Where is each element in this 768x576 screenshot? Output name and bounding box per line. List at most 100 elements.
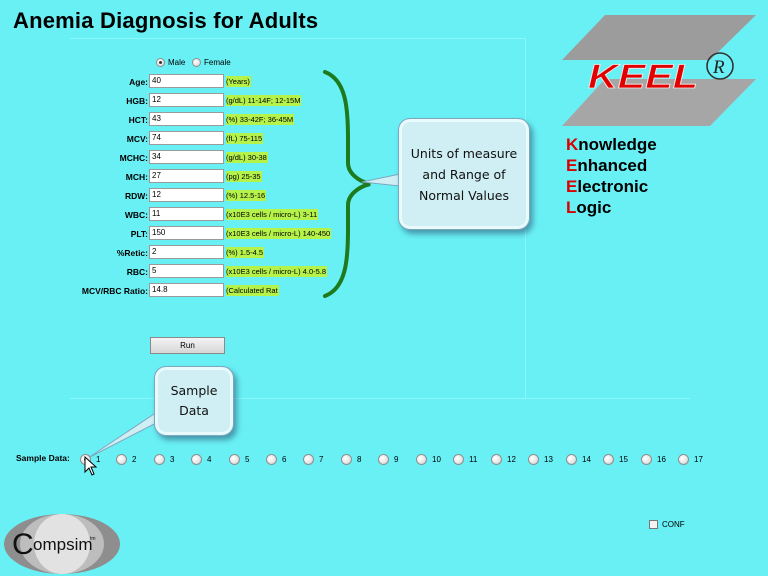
sample-option-13[interactable]: 13 [528, 454, 553, 465]
field-unit: (x10E3 cells / micro-L) 3-11 [226, 209, 319, 220]
field-unit: (%) 12.5-16 [226, 190, 267, 201]
hgb-input[interactable]: 12 [149, 93, 224, 107]
rdw-input[interactable]: 12 [149, 188, 224, 202]
mch-input[interactable]: 27 [149, 169, 224, 183]
field-label: PLT: [130, 229, 148, 239]
sample-option-label: 13 [544, 455, 553, 464]
field-label: MCH: [125, 172, 148, 182]
sample-option-label: 15 [619, 455, 628, 464]
sample-option-2[interactable]: 2 [116, 454, 136, 465]
curly-brace-icon [323, 70, 371, 298]
sample-option-11[interactable]: 11 [453, 454, 477, 465]
sample-radio[interactable] [303, 454, 314, 465]
conf-checkbox-box[interactable] [649, 520, 658, 529]
compsim-initial: C [12, 528, 34, 561]
sample-radio[interactable] [641, 454, 652, 465]
field-unit: (x10E3 cells / micro-L) 4.0-5.8 [226, 266, 328, 277]
sample-option-label: 17 [694, 455, 703, 464]
mcv-input[interactable]: 74 [149, 131, 224, 145]
units-callout-line: Units of measure [410, 145, 518, 161]
mcv-rbc-ratio-input[interactable]: 14.8 [149, 283, 224, 297]
run-button[interactable]: Run [150, 337, 225, 354]
sample-data-callout: Sample Data [154, 366, 234, 436]
field-label: Age: [129, 77, 148, 87]
page-title: Anemia Diagnosis for Adults [13, 8, 319, 33]
sample-radio[interactable] [566, 454, 577, 465]
sample-option-label: 8 [357, 455, 362, 464]
retic-input[interactable]: 2 [149, 245, 224, 259]
sample-radio[interactable] [154, 454, 165, 465]
keel-acronym: Knowledge Enhanced Electronic Logic [566, 134, 657, 218]
hct-input[interactable]: 43 [149, 112, 224, 126]
sample-option-5[interactable]: 5 [229, 454, 249, 465]
conf-checkbox[interactable]: CONF [649, 520, 685, 529]
units-callout: Units of measure and Range of Normal Val… [398, 118, 530, 230]
field-label: WBC: [124, 210, 148, 220]
sample-option-12[interactable]: 12 [491, 454, 516, 465]
compsim-logo-text: ompsim [33, 535, 93, 554]
units-callout-line: Normal Values [418, 187, 510, 203]
mouse-cursor-icon [84, 456, 98, 476]
panel-divider [70, 398, 690, 399]
sample-radio[interactable] [341, 454, 352, 465]
compsim-tm: tm [90, 536, 96, 542]
sample-option-8[interactable]: 8 [341, 454, 361, 465]
sample-data-label: Sample Data: [16, 453, 70, 463]
sample-option-9[interactable]: 9 [378, 454, 398, 465]
sample-radio[interactable] [678, 454, 689, 465]
female-label: Female [204, 58, 231, 67]
sample-option-10[interactable]: 10 [416, 454, 441, 465]
sample-option-4[interactable]: 4 [191, 454, 211, 465]
sample-radio[interactable] [603, 454, 614, 465]
field-label: RBC: [126, 267, 148, 277]
sample-option-16[interactable]: 16 [641, 454, 666, 465]
male-radio[interactable]: Male [156, 58, 185, 67]
conf-label: CONF [662, 520, 685, 529]
sample-option-label: 5 [245, 455, 250, 464]
sample-radio[interactable] [266, 454, 277, 465]
field-unit: (g/dL) 11-14F; 12-15M [226, 95, 302, 106]
sample-option-3[interactable]: 3 [154, 454, 174, 465]
male-radio-button[interactable] [156, 58, 165, 67]
field-label: MCV/RBC Ratio: [81, 286, 148, 296]
rbc-input[interactable]: 5 [149, 264, 224, 278]
female-radio-button[interactable] [192, 58, 201, 67]
sample-radio[interactable] [378, 454, 389, 465]
field-unit: (Years) [226, 76, 251, 87]
field-label: HCT: [128, 115, 148, 125]
sample-option-label: 7 [319, 455, 324, 464]
keel-logo: KEEL R [562, 15, 756, 126]
sample-radio[interactable] [453, 454, 464, 465]
sample-option-17[interactable]: 17 [678, 454, 703, 465]
sample-option-label: 6 [282, 455, 287, 464]
sample-option-7[interactable]: 7 [303, 454, 323, 465]
field-label: HGB: [126, 96, 148, 106]
sample-radio[interactable] [116, 454, 127, 465]
plt-input[interactable]: 150 [149, 226, 224, 240]
sample-option-label: 12 [507, 455, 516, 464]
sample-radio[interactable] [416, 454, 427, 465]
sample-option-6[interactable]: 6 [266, 454, 286, 465]
keel-word: Electronic [566, 177, 649, 196]
keel-word: Logic [566, 198, 612, 217]
field-unit: (pg) 25-35 [226, 171, 262, 182]
sample-radio[interactable] [191, 454, 202, 465]
sample-option-15[interactable]: 15 [603, 454, 628, 465]
field-label: MCHC: [119, 153, 148, 163]
wbc-input[interactable]: 11 [149, 207, 224, 221]
male-label: Male [168, 58, 186, 67]
sample-option-label: 14 [582, 455, 591, 464]
sample-radio[interactable] [491, 454, 502, 465]
sample-option-14[interactable]: 14 [566, 454, 591, 465]
sample-option-label: 1 [96, 455, 101, 464]
keel-word: Enhanced [566, 156, 648, 175]
sample-radio[interactable] [528, 454, 539, 465]
keel-word: Knowledge [566, 135, 657, 154]
female-radio[interactable]: Female [192, 58, 231, 67]
mchc-input[interactable]: 34 [149, 150, 224, 164]
sample-radio[interactable] [229, 454, 240, 465]
compsim-logo: C ompsim tm [4, 514, 120, 574]
age-input[interactable]: 40 [149, 74, 224, 88]
callout-pointer-icon [361, 173, 401, 187]
field-unit: (g/dL) 30-38 [226, 152, 268, 163]
